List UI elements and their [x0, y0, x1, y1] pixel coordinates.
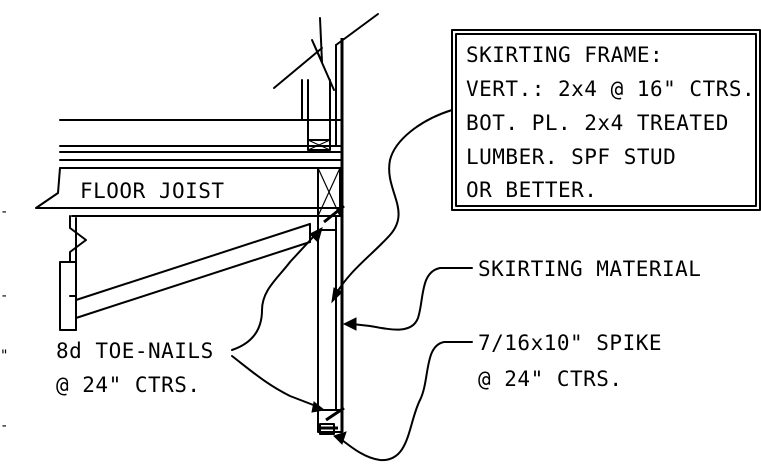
spike-arrowhead: [333, 431, 347, 445]
edge-mark-4: -: [0, 418, 9, 434]
spike-leader: [341, 341, 473, 462]
skirting-frame-line-4: LUMBER. SPF STUD: [466, 145, 676, 169]
edge-mark-3: ": [0, 348, 9, 364]
floor-joist: FLOOR JOIST: [35, 167, 341, 217]
skirting-frame-line-3: BOT. PL. 2x4 TREATED: [466, 111, 729, 135]
skirting-material-label: SKIRTING MATERIAL: [478, 257, 701, 281]
upper-wall: [273, 13, 379, 432]
skirting-material-leader: [351, 267, 473, 331]
toe-nails-leader-upper: [231, 235, 315, 351]
edge-mark-1: -: [0, 204, 9, 220]
rim-beam: [59, 215, 87, 331]
skirting-frame: [317, 215, 343, 435]
floor-joist-label: FLOOR JOIST: [80, 179, 225, 203]
skirting-frame-line-1: SKIRTING FRAME:: [466, 43, 663, 67]
skirting-frame-line-5: OR BETTER.: [466, 178, 597, 202]
skirting-material-arrowhead: [342, 317, 357, 331]
toe-nails-arrowhead-lower: [311, 401, 326, 413]
spike-label-line-2: @ 24" CTRS.: [478, 367, 623, 391]
skirting-frame-leader: [335, 109, 453, 295]
subfloor-layers: [59, 119, 341, 161]
edge-mark-2: -: [0, 288, 9, 304]
toe-nails-leader-lower: [231, 355, 317, 407]
diagonal-brace: [75, 223, 311, 319]
toe-nails-label-line-1: 8d TOE-NAILS: [56, 339, 214, 363]
toe-nails-label-line-2: @ 24" CTRS.: [56, 373, 201, 397]
toe-nails-arrowhead-upper: [309, 227, 323, 243]
skirting-frame-line-2: VERT.: 2x4 @ 16" CTRS.: [466, 77, 755, 101]
skirting-frame-callout: SKIRTING FRAME: VERT.: 2x4 @ 16" CTRS. B…: [451, 29, 761, 211]
skirting-frame-arrowhead: [331, 287, 343, 304]
spike-label-line-1: 7/16x10" SPIKE: [478, 331, 662, 355]
